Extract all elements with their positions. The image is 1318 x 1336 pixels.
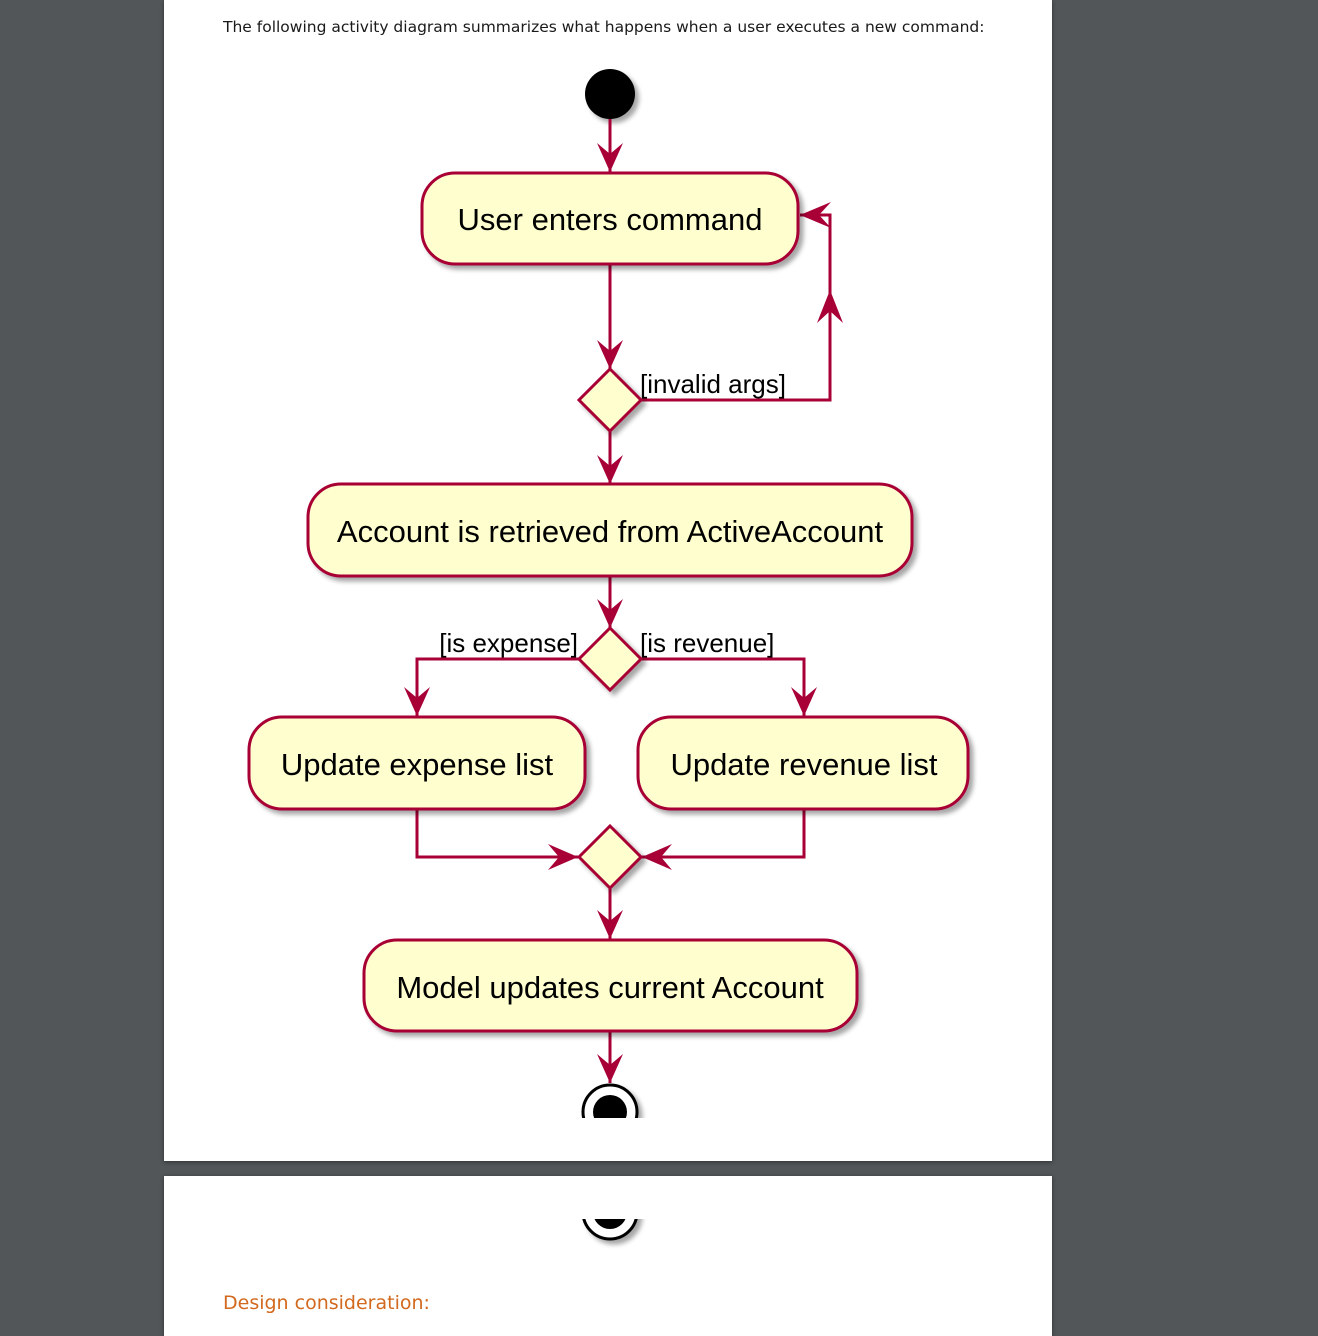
pdf-page-1: The following activity diagram summarize… (164, 0, 1052, 1161)
action-model-updates-account: Model updates current Account (362, 938, 859, 1033)
action-user-enters-command: User enters command (420, 171, 800, 266)
end-node (581, 1083, 639, 1118)
decision-args-check (576, 366, 644, 434)
activity-diagram: User enters command Account is retrieved… (247, 69, 970, 1118)
svg-text:Update expense list: Update expense list (281, 747, 554, 782)
end-node-continuation (582, 1219, 638, 1241)
start-node (585, 69, 635, 119)
action-update-expense-list: Update expense list (247, 715, 587, 811)
flow-arrowheads (404, 143, 843, 1083)
merge-node (576, 823, 644, 891)
pdf-page-2: Design consideration: (164, 1176, 1052, 1336)
svg-text:Update revenue list: Update revenue list (670, 747, 937, 782)
guard-is-expense: [is expense] (439, 628, 578, 658)
action-update-revenue-list: Update revenue list (636, 715, 970, 811)
svg-text:Account is retrieved from Acti: Account is retrieved from ActiveAccount (337, 514, 884, 549)
svg-text:Model updates current Account: Model updates current Account (396, 970, 824, 1005)
design-consideration-heading: Design consideration: (223, 1292, 430, 1314)
guard-is-revenue: [is revenue] (640, 628, 774, 658)
action-account-retrieved: Account is retrieved from ActiveAccount (306, 482, 914, 578)
guard-invalid-args: [invalid args] (640, 369, 786, 399)
decision-entry-type (576, 625, 644, 693)
intro-paragraph: The following activity diagram summarize… (223, 18, 985, 36)
svg-text:User enters command: User enters command (458, 202, 763, 237)
